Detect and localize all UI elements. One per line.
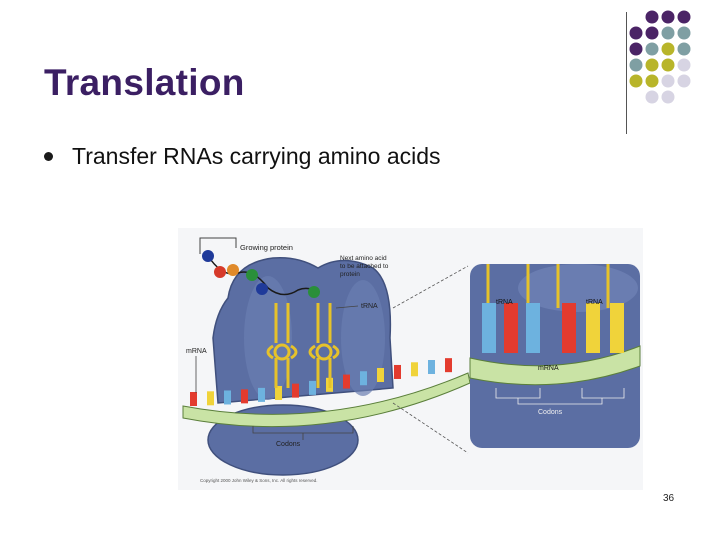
- decorative-dot: [661, 90, 675, 104]
- label-growing-protein: Growing protein: [240, 243, 293, 252]
- bullet-text: Transfer RNAs carrying amino acids: [72, 143, 441, 169]
- mrna-base: [241, 389, 248, 404]
- decorative-dot: [629, 58, 643, 72]
- mrna-base: [258, 387, 265, 402]
- decorative-dot: [677, 10, 691, 24]
- decorative-dot: [677, 58, 691, 72]
- decorative-dot: [629, 74, 643, 88]
- label-copyright: Copyright 2000 John Wiley & Sons, Inc. A…: [200, 478, 318, 483]
- mrna-base: [411, 362, 418, 377]
- slide-title: Translation: [44, 62, 245, 103]
- decorative-dot: [677, 26, 691, 40]
- inset-label-trna-left: tRNA: [496, 299, 513, 306]
- inset-label-trna-right: tRNA: [586, 299, 603, 306]
- mrna-base: [377, 367, 384, 382]
- decorative-dot: [629, 42, 643, 56]
- decorative-dot: [645, 26, 659, 40]
- label-next-amino-acid-3: protein: [340, 271, 360, 278]
- mrna-base: [207, 391, 214, 406]
- label-next-amino-acid-2: to be attached to: [340, 263, 389, 270]
- bullet-item: Transfer RNAs carrying amino acids: [44, 143, 441, 170]
- decorative-dot: [661, 58, 675, 72]
- label-mrna: mRNA: [186, 348, 207, 355]
- decorative-dot: [661, 10, 675, 24]
- decorative-dot: [661, 74, 675, 88]
- decorative-dot: [645, 58, 659, 72]
- inset-label-mrna: mRNA: [538, 365, 559, 372]
- mrna-base: [275, 385, 282, 400]
- decorative-dot: [677, 74, 691, 88]
- label-trna: tRNA: [361, 303, 378, 310]
- mrna-base: [224, 390, 231, 405]
- mrna-base: [428, 360, 435, 375]
- decorative-dot: [661, 26, 675, 40]
- slide-number: 36: [663, 493, 675, 504]
- mrna-base: [190, 392, 197, 406]
- mrna-base: [343, 374, 350, 389]
- decorative-vertical-line: [626, 12, 627, 134]
- decorative-dot-grid: [629, 10, 691, 104]
- translation-diagram: Growing protein Next amino acid to be at…: [178, 228, 643, 490]
- decorative-dot: [661, 42, 675, 56]
- decorative-dot: [645, 90, 659, 104]
- bullet-icon: [44, 152, 53, 161]
- label-codons: Codons: [276, 441, 301, 448]
- label-next-amino-acid-1: Next amino acid: [340, 255, 387, 262]
- decorative-dot: [677, 42, 691, 56]
- mrna-base: [394, 364, 401, 379]
- decorative-dot: [629, 26, 643, 40]
- decorative-dot: [645, 74, 659, 88]
- decorative-dot: [645, 10, 659, 24]
- mrna-base: [309, 380, 316, 395]
- mrna-base: [292, 383, 299, 398]
- mrna-base: [360, 371, 367, 386]
- mrna-base: [445, 358, 452, 373]
- inset-label-codons: Codons: [538, 409, 563, 416]
- decorative-dot: [645, 42, 659, 56]
